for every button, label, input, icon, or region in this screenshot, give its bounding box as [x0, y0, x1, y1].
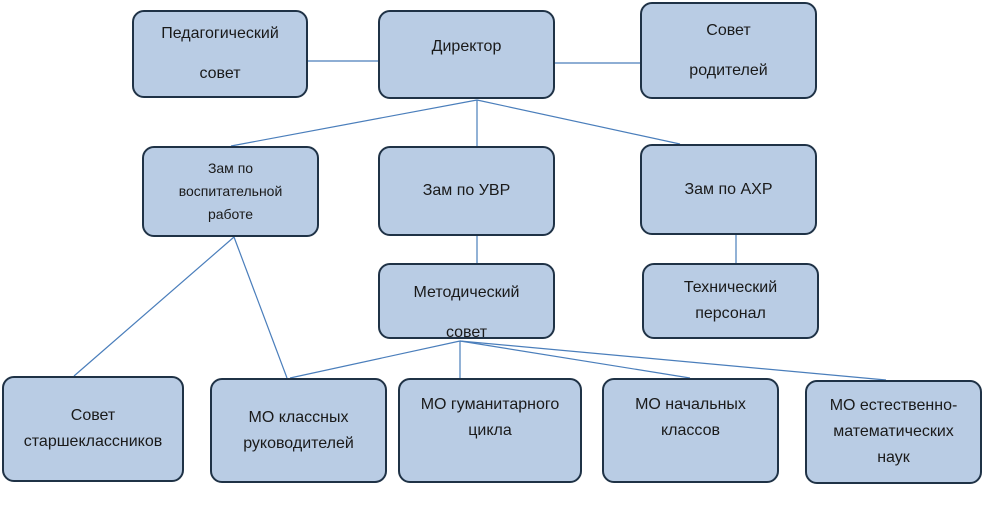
link-dir-axr [476, 99, 681, 145]
node-label-line: МО естественно- [829, 397, 958, 414]
node-label-line: Зам по АХР [684, 180, 773, 198]
link-dir-zvr [230, 99, 478, 147]
link-zvr-sst [73, 236, 235, 377]
node-mo-natural-sciences: МО естественно- математических наук [805, 380, 982, 484]
node-label-line: цикла [468, 422, 512, 439]
node-label-line: персонал [695, 305, 766, 322]
node-pedagogical-council: Педагогический совет [132, 10, 308, 98]
node-label-line: Технический [683, 279, 778, 296]
node-label-line: Методический [413, 284, 520, 301]
node-label-line: МО классных [248, 408, 349, 426]
link-zvr-mokl [233, 236, 288, 379]
node-label-line: старшеклассников [23, 433, 163, 450]
node-senior-students-council: Совет старшеклассников [2, 376, 184, 482]
node-label-line: МО гуманитарного [420, 396, 560, 413]
node-deputy-academic: Зам по УВР [378, 146, 555, 236]
link-met-mokl [289, 340, 461, 379]
node-deputy-administrative: Зам по АХР [640, 144, 817, 235]
node-label-line: МО начальных [635, 396, 746, 413]
node-mo-class-teachers: МО классных руководителей [210, 378, 387, 483]
node-deputy-upbringing: Зам по воспитательной работе [142, 146, 319, 237]
node-label-line: классов [661, 422, 720, 439]
node-label-line: Директор [431, 38, 502, 55]
link-met-moest [459, 340, 887, 381]
node-label-line: руководителей [243, 434, 354, 452]
node-label-line: наук [877, 449, 910, 466]
node-label-line: родителей [689, 61, 768, 79]
node-label-line: Совет [706, 21, 751, 39]
node-label-line: Педагогический [161, 25, 279, 42]
link-met-monach [459, 340, 691, 379]
node-label-line: Зам по УВР [422, 182, 511, 199]
node-technical-staff: Технический персонал [642, 263, 819, 339]
node-label-line: совет [445, 324, 488, 341]
node-label-line: Зам по [207, 160, 254, 176]
node-director: Директор [378, 10, 555, 99]
node-label-line: работе [207, 206, 254, 222]
node-parents-council: Совет родителей [640, 2, 817, 99]
node-methodical-council: Методический совет [378, 263, 555, 341]
node-label-line: совет [199, 65, 241, 82]
node-mo-humanities: МО гуманитарного цикла [398, 378, 582, 483]
node-mo-primary: МО начальных классов [602, 378, 779, 483]
node-label-line: математических [833, 423, 954, 440]
node-label-line: Совет [70, 407, 116, 424]
node-label-line: воспитательной [178, 183, 283, 199]
